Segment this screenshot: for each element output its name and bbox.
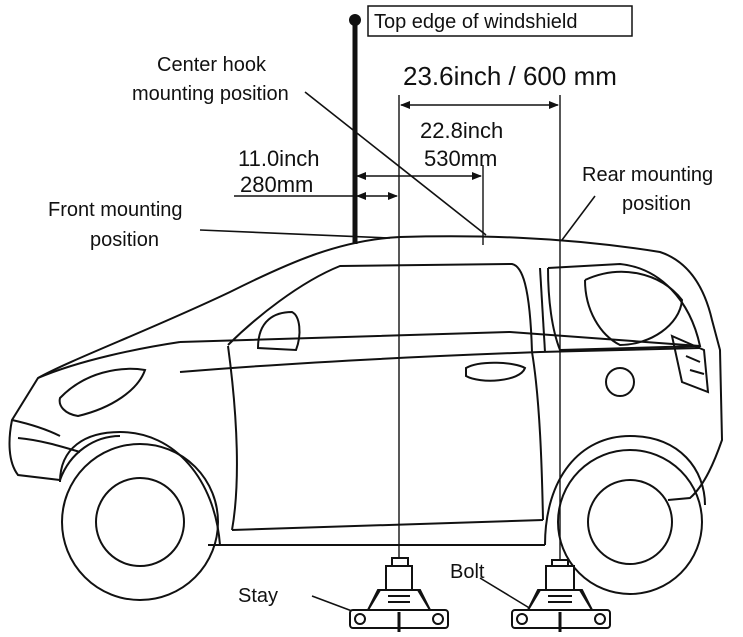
dim-530-label-2: 530mm bbox=[424, 146, 497, 171]
rear-wheel bbox=[557, 449, 703, 595]
rear-mount-label-1: Rear mounting bbox=[582, 164, 713, 186]
front-wheel bbox=[61, 443, 219, 601]
center-hook-leader bbox=[304, 91, 487, 236]
center-hook-label-2: mounting position bbox=[132, 83, 289, 105]
rear-mount-label-2: position bbox=[622, 193, 691, 215]
bolt-leader bbox=[479, 577, 537, 613]
top-edge-label: Top edge of windshield bbox=[374, 11, 577, 33]
bolt-label: Bolt bbox=[450, 561, 485, 583]
car-body bbox=[8, 235, 724, 546]
center-hook-label-1: Center hook bbox=[157, 54, 267, 76]
rear-bracket bbox=[511, 559, 611, 632]
top-edge-label-box bbox=[367, 5, 633, 37]
front-mount-leader bbox=[199, 229, 391, 239]
dim-280-label-1: 11.0inch bbox=[238, 146, 320, 171]
front-bracket bbox=[349, 557, 449, 632]
dim-280-label-2: 280mm bbox=[240, 172, 313, 197]
dim-600-label: 23.6inch / 600 mm bbox=[403, 61, 617, 91]
dimension-arrows bbox=[356, 101, 559, 200]
front-mount-label-2: position bbox=[90, 229, 159, 251]
leader-lines bbox=[199, 91, 596, 615]
rear-mount-leader bbox=[561, 195, 596, 241]
front-mount-label-1: Front mounting bbox=[48, 199, 183, 221]
stay-label: Stay bbox=[238, 585, 278, 607]
dim-530-label-1: 22.8inch bbox=[420, 118, 503, 143]
